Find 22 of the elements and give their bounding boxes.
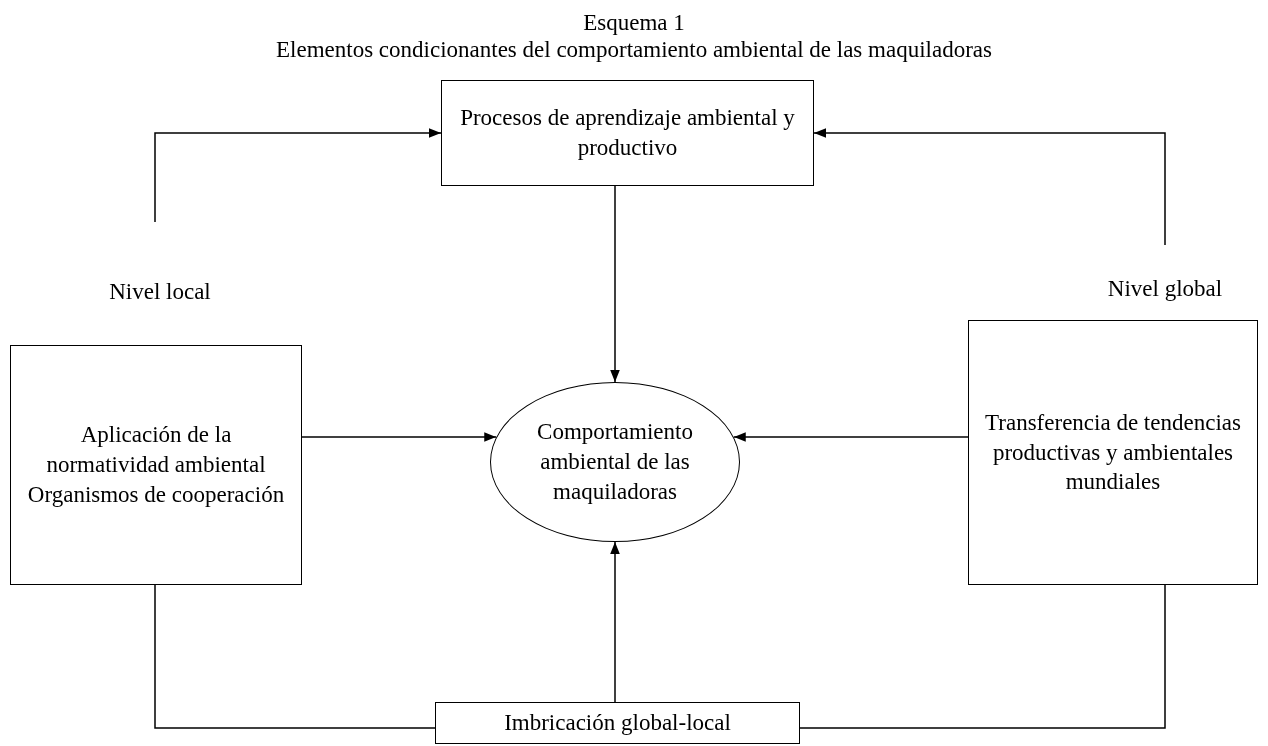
arrow: [154, 128, 442, 223]
arrow: [610, 185, 620, 383]
subtitle: Elementos condicionantes del comportamiento ambiental de las maquiladoras: [275, 36, 993, 64]
arrow: [610, 541, 620, 703]
level-label: Nivel global: [1106, 275, 1224, 303]
arrow: [813, 128, 1166, 246]
connector-line: [799, 584, 1166, 729]
diagram-title: Esquema 1: [582, 9, 686, 37]
node-text: Organismos de cooperación: [27, 480, 285, 509]
process-box: [10, 345, 302, 585]
arrow: [301, 432, 497, 442]
node-text: Imbricación global-local: [504, 709, 731, 738]
process-box: [441, 80, 814, 186]
process-box: [968, 320, 1258, 585]
node-text: Comportamiento ambiental de las maquiladoras: [536, 418, 694, 506]
node-text: Transferencia de tendencias productivas y ambientales mundiales: [984, 408, 1242, 497]
node-text: Aplicación de la normatividad ambiental: [45, 421, 267, 480]
process-box: [435, 702, 800, 744]
level-label: Nivel local: [108, 278, 212, 306]
arrow: [733, 432, 969, 442]
node-text: Procesos de aprendizaje ambiental y productivo: [459, 104, 796, 162]
connector-line: [154, 584, 436, 729]
